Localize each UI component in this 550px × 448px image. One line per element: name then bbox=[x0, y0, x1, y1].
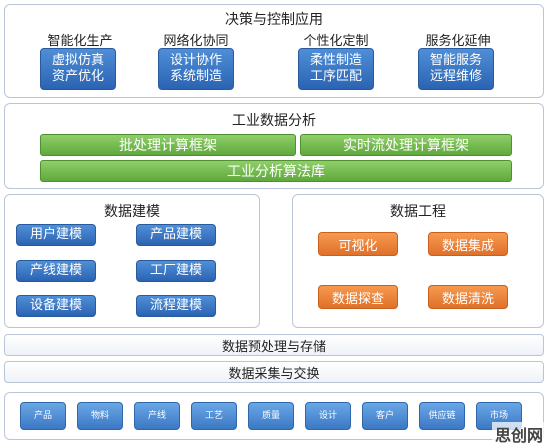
decision-column-title: 个性化定制 bbox=[303, 34, 369, 49]
engineering-title: 数据工程 bbox=[390, 204, 446, 220]
source-item: 产线 bbox=[134, 402, 180, 430]
model-item: 设备建模 bbox=[16, 295, 96, 317]
decision-app-box: 虚拟仿真 资产优化 bbox=[40, 48, 116, 90]
collection-exchange-layer: 数据采集与交换 bbox=[4, 361, 544, 383]
decision-column-title: 网络化协同 bbox=[163, 34, 229, 49]
source-item: 工艺 bbox=[191, 402, 237, 430]
algorithm-library-bar: 工业分析算法库 bbox=[40, 160, 512, 182]
source-item: 物料 bbox=[77, 402, 123, 430]
decision-app-box: 设计协作 系统制造 bbox=[158, 48, 234, 90]
decision-column-title: 服务化延伸 bbox=[425, 34, 491, 49]
source-item: 客户 bbox=[362, 402, 408, 430]
decision-column-title: 智能化生产 bbox=[47, 34, 113, 49]
engineering-item: 数据清洗 bbox=[428, 285, 508, 309]
engineering-item: 数据集成 bbox=[428, 232, 508, 256]
engineering-item: 可视化 bbox=[318, 232, 398, 256]
model-item: 产品建模 bbox=[136, 224, 216, 246]
decision-title: 决策与控制应用 bbox=[225, 12, 323, 28]
model-item: 流程建模 bbox=[136, 295, 216, 317]
model-item: 产线建模 bbox=[16, 260, 96, 282]
preprocessing-storage-layer: 数据预处理与存储 bbox=[4, 334, 544, 356]
decision-app-box: 柔性制造 工序匹配 bbox=[298, 48, 374, 90]
analysis-title: 工业数据分析 bbox=[232, 113, 316, 129]
source-item: 产品 bbox=[20, 402, 66, 430]
watermark: 思创网 bbox=[491, 422, 546, 446]
source-item: 质量 bbox=[248, 402, 294, 430]
source-item: 供应链 bbox=[419, 402, 465, 430]
engineering-item: 数据探查 bbox=[318, 285, 398, 309]
model-item: 用户建模 bbox=[16, 224, 96, 246]
source-item: 设计 bbox=[305, 402, 351, 430]
decision-app-box: 智能服务 远程维修 bbox=[418, 48, 494, 90]
batch-framework-bar: 批处理计算框架 bbox=[40, 134, 296, 156]
model-item: 工厂建模 bbox=[136, 260, 216, 282]
modeling-title: 数据建模 bbox=[104, 204, 160, 220]
stream-framework-bar: 实时流处理计算框架 bbox=[300, 134, 512, 156]
